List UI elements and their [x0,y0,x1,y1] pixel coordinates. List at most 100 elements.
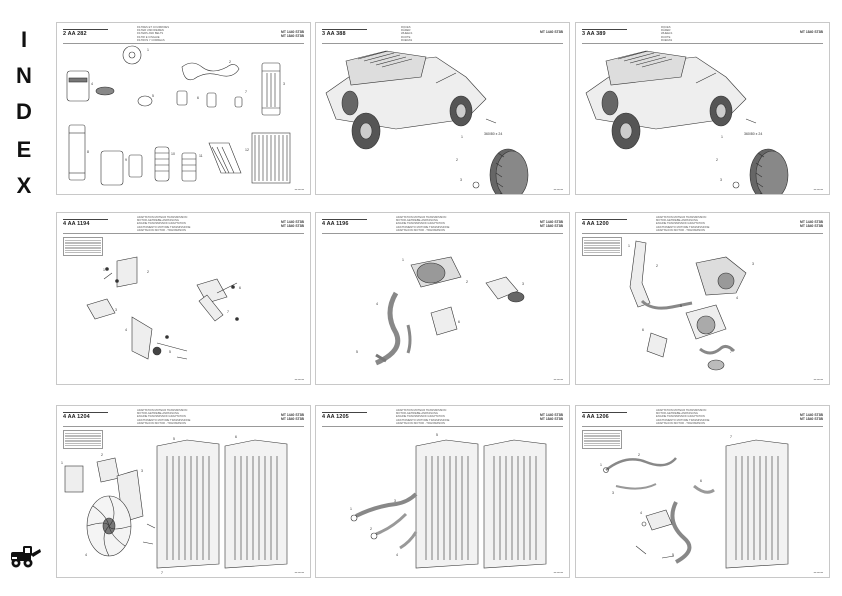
tyre-size-label: 360/80 x 24 [484,132,502,136]
svg-text:2: 2 [466,280,468,284]
page-reference: 4 AA 1205 [322,412,367,420]
notes-box [63,237,103,257]
page-reference: 3 AA 388 [322,29,367,37]
page-number: ▬ ▬ ▬ [553,571,563,574]
page-reference: 4 AA 1200 [582,219,627,227]
header-rule [63,43,304,44]
svg-text:2: 2 [101,453,103,457]
svg-text:4: 4 [91,82,93,86]
model-list: MT 1840 ST3B [800,30,823,34]
header-rule [63,233,304,234]
page-thumbnail-cooling-hoses[interactable]: 4 AA 1205 ADAPTATION MOTEUR TRANSMISSION… [315,405,570,578]
page-reference: 2 AA 282 [63,29,108,37]
svg-text:7: 7 [730,435,732,439]
svg-text:6: 6 [239,286,241,290]
page-number: ▬ ▬ ▬ [813,378,823,381]
svg-text:1: 1 [628,244,630,248]
svg-text:6: 6 [235,435,237,439]
svg-text:7: 7 [161,571,163,575]
svg-text:5: 5 [169,350,171,354]
svg-text:2: 2 [456,158,458,162]
svg-text:6: 6 [197,96,199,100]
header-rule [582,426,823,427]
page-thumbnail-turbo-pipes[interactable]: 4 AA 1200 ADAPTATION MOTEUR TRANSMISSION… [575,212,830,385]
svg-text:5: 5 [152,94,154,98]
index-letter: D [16,99,32,124]
svg-text:3: 3 [394,499,396,503]
svg-text:1: 1 [61,461,63,465]
page-reference: 4 AA 1196 [322,219,367,227]
page-number: ▬ ▬ ▬ [294,378,304,381]
svg-text:1: 1 [461,135,463,139]
svg-text:3: 3 [141,469,143,473]
model-list: MT 1440 ST3B [540,30,563,34]
telehandler-drawing: 360/80 x 24 1 2 3 [585,50,789,194]
page-number: ▬ ▬ ▬ [553,188,563,191]
header-rule [582,43,823,44]
svg-text:4: 4 [125,328,127,332]
header-rule [322,233,563,234]
svg-text:6: 6 [458,320,460,324]
page-reference: 3 AA 389 [582,29,627,37]
index-letter: X [16,173,32,198]
page-number: ▬ ▬ ▬ [813,571,823,574]
index-letter: I [20,27,28,52]
page-number: ▬ ▬ ▬ [294,571,304,574]
svg-text:4: 4 [85,553,87,557]
page-number: ▬ ▬ ▬ [553,378,563,381]
svg-text:1: 1 [103,268,105,272]
page-thumbnail-radiator-fan[interactable]: 4 AA 1204 ADAPTATION MOTEUR TRANSMISSION… [56,405,311,578]
svg-text:7: 7 [245,90,247,94]
svg-text:1: 1 [402,258,404,262]
page-reference: 4 AA 1206 [582,412,627,420]
header-rule [63,426,304,427]
notes-box [63,430,103,450]
svg-text:12: 12 [245,148,249,152]
index-letter: E [16,137,32,162]
page-thumbnail-engine-mounts[interactable]: 4 AA 1194 ADAPTATION MOTEUR TRANSMISSION… [56,212,311,385]
telehandler-drawing: 360/80 x 24 1 2 3 [325,50,529,194]
svg-text:1: 1 [721,135,723,139]
svg-text:1: 1 [147,48,149,52]
page-reference: 4 AA 1194 [63,219,108,227]
page-number: ▬ ▬ ▬ [813,188,823,191]
svg-text:4: 4 [640,511,642,515]
svg-text:6: 6 [700,479,702,483]
svg-text:2: 2 [716,158,718,162]
svg-text:2: 2 [229,60,231,64]
svg-text:5: 5 [436,433,438,437]
svg-text:6: 6 [642,328,644,332]
svg-text:2: 2 [370,527,372,531]
svg-text:2: 2 [147,270,149,274]
svg-text:3: 3 [522,282,524,286]
svg-text:3: 3 [283,82,285,86]
svg-text:3: 3 [115,308,117,312]
page-thumbnail-air-intake[interactable]: 4 AA 1196 ADAPTATION MOTEUR TRANSMISSION… [315,212,570,385]
tyre-size-label: 360/80 x 24 [744,132,762,136]
page-thumbnail-coolant-pipes[interactable]: 4 AA 1206 ADAPTATION MOTEUR TRANSMISSION… [575,405,830,578]
svg-text:3: 3 [460,178,462,182]
svg-text:10: 10 [171,152,175,156]
svg-text:1: 1 [350,507,352,511]
svg-text:3: 3 [720,178,722,182]
svg-text:5: 5 [672,553,674,557]
